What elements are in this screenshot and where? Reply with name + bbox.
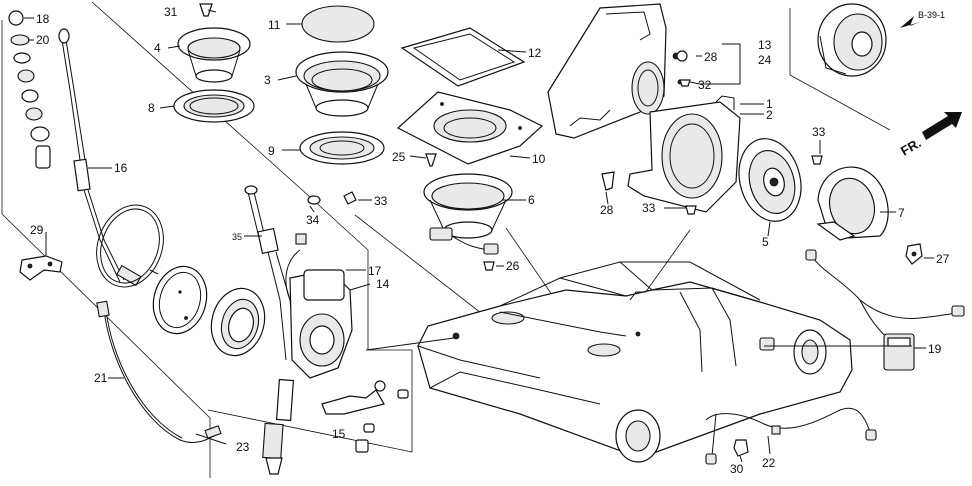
label-1: 1: [766, 97, 773, 111]
speaker-ring-8: [173, 89, 255, 123]
label-24: 24: [758, 53, 772, 67]
feeder-cable: [96, 300, 222, 443]
front-direction-arrow-icon: [922, 112, 962, 140]
harness-19: [805, 249, 965, 371]
label-16: 16: [114, 161, 128, 175]
label-2: 2: [766, 108, 773, 122]
speaker-tray-10: [396, 91, 544, 165]
reference-arrow-icon: [900, 16, 920, 28]
label-34: 34: [306, 213, 320, 227]
clip-27: [905, 243, 923, 265]
label-5: 5: [762, 235, 769, 249]
label-33-right: 33: [812, 125, 826, 139]
reference-label: B-39-1: [918, 10, 945, 20]
label-4: 4: [154, 41, 161, 55]
speaker-5: [738, 138, 802, 222]
clip-30: [733, 439, 749, 457]
speaker-grille-left: [152, 265, 208, 335]
clip-28-lower: [601, 171, 615, 191]
label-31: 31: [164, 5, 178, 19]
speaker-ring-left: [210, 287, 266, 357]
deck-board-12: [400, 27, 526, 87]
label-3: 3: [264, 73, 271, 87]
speaker-3: [295, 51, 389, 117]
label-21: 21: [94, 371, 108, 385]
label-17: 17: [368, 264, 382, 278]
label-28-lower: 28: [600, 203, 614, 217]
leader-lines: [24, 9, 934, 463]
speaker-6: [423, 173, 513, 255]
motor-cable: [285, 233, 307, 301]
label-10: 10: [532, 152, 546, 166]
speaker-cover-7: [816, 166, 889, 241]
label-9: 9: [268, 144, 275, 158]
label-6: 6: [528, 193, 535, 207]
screw-32: [679, 79, 691, 87]
label-25: 25: [392, 150, 406, 164]
label-26: 26: [506, 259, 520, 273]
car-body: [417, 261, 853, 463]
grommet-column: [8, 10, 51, 169]
label-33-center: 33: [374, 194, 388, 208]
speaker-ring-9: [299, 131, 385, 165]
label-15: 15: [332, 427, 346, 441]
label-28-upper: 28: [704, 50, 718, 64]
bracket-29: [19, 255, 63, 281]
label-32: 32: [698, 78, 712, 92]
label-23: 23: [236, 440, 250, 454]
small-clips-center: [307, 191, 357, 205]
label-19: 19: [928, 342, 942, 356]
screw-28-upper: [676, 50, 688, 62]
front-direction-label: FR.: [898, 135, 924, 158]
speaker-bracket-1: [627, 95, 741, 213]
label-13: 13: [758, 38, 772, 52]
speaker-cover-11: [301, 5, 375, 43]
screw-25: [425, 153, 437, 167]
label-29: 29: [30, 223, 44, 237]
clip-26: [483, 261, 495, 271]
antenna-cable-coil: [96, 204, 164, 288]
label-14: 14: [376, 277, 390, 291]
reference-speaker: [817, 3, 887, 77]
screw-33-center: [685, 205, 697, 215]
label-33-lower: 33: [642, 201, 656, 215]
label-22: 22: [762, 456, 776, 470]
label-11: 11: [268, 18, 281, 32]
bracket-15: [321, 380, 409, 453]
label-20: 20: [36, 33, 50, 47]
label-8: 8: [148, 101, 155, 115]
part-labels: 18 20 16 29 21 23 31 4 8 11 3 9 12 10 25…: [30, 5, 950, 476]
label-7: 7: [898, 206, 905, 220]
power-antenna-assembly: [244, 185, 353, 475]
label-12: 12: [528, 46, 542, 60]
harness-22: [705, 407, 877, 465]
label-35: 35: [232, 232, 242, 242]
speaker-grille-4: [177, 27, 251, 83]
label-30: 30: [730, 462, 744, 476]
label-27: 27: [936, 252, 950, 266]
screw-33-right: [811, 155, 823, 165]
label-18: 18: [36, 12, 50, 26]
antenna-mast: [58, 28, 142, 287]
screw-31: [199, 3, 213, 17]
